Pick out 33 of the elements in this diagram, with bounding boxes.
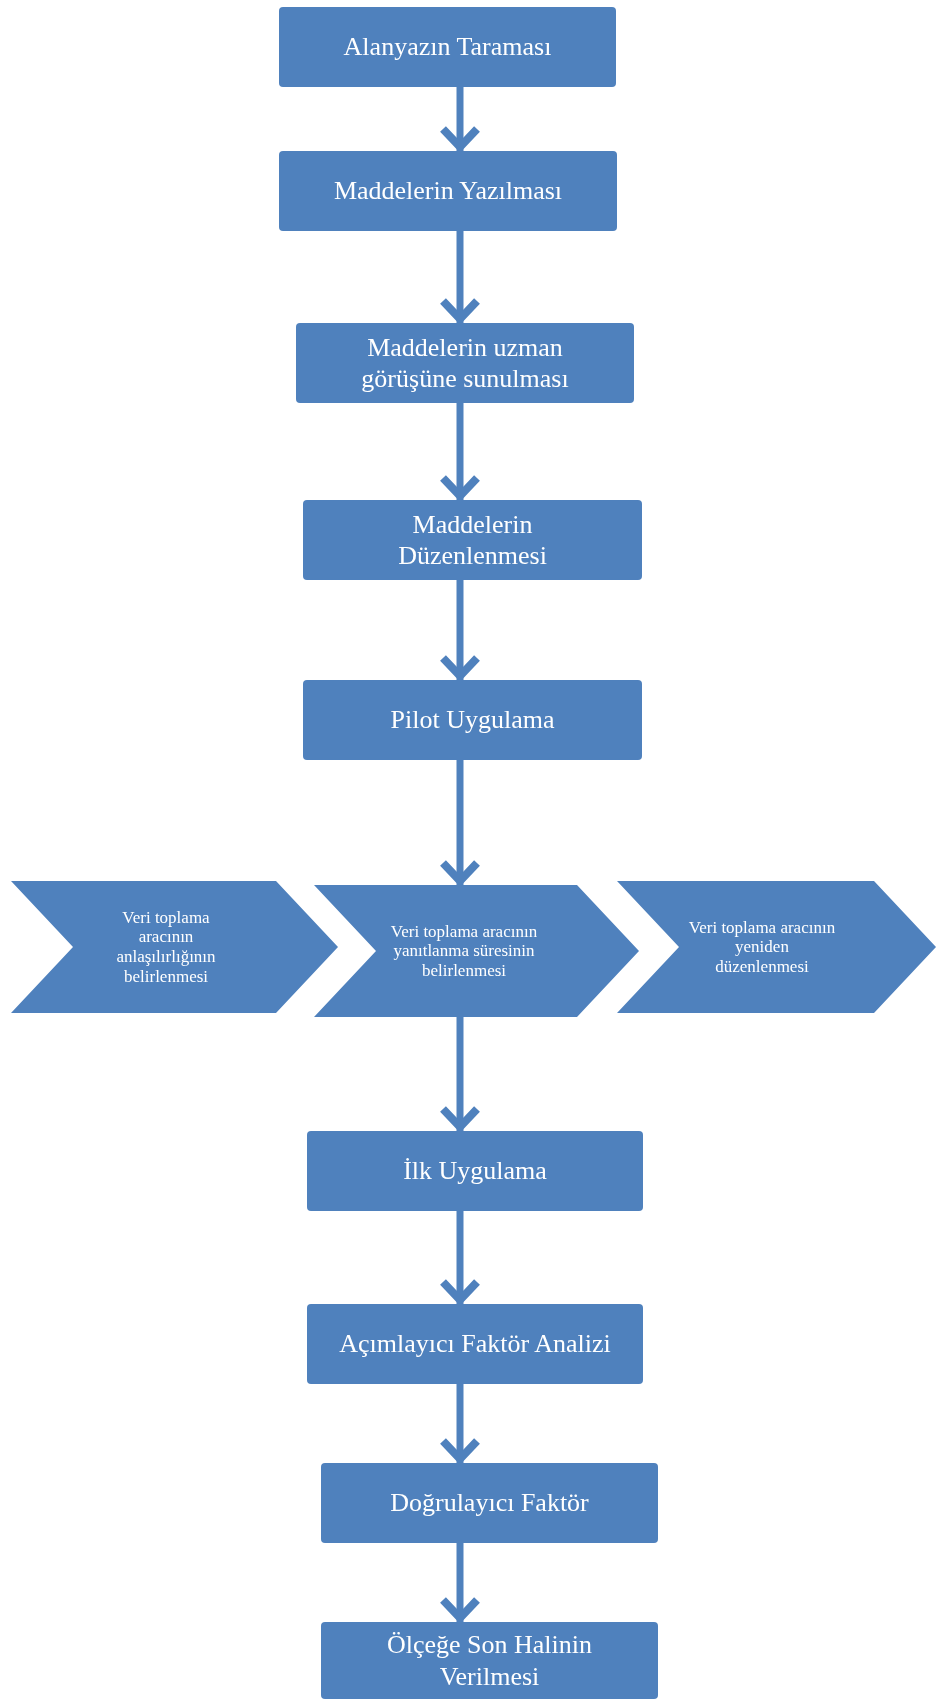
arrow [439, 1384, 481, 1463]
process-box [279, 151, 617, 231]
process-box [321, 1622, 658, 1699]
chevron-step [11, 881, 338, 1013]
arrow [439, 1211, 481, 1304]
arrow [439, 231, 481, 323]
step-label: Maddelerin uzman görüşüne sunulması [360, 331, 570, 395]
process-box [279, 7, 616, 87]
process-box [296, 323, 634, 403]
step-label: Pilot Uygulama [390, 704, 555, 736]
step-label: İlk Uygulama [403, 1155, 547, 1187]
process-box [303, 500, 642, 580]
arrow [439, 87, 481, 151]
arrow [439, 760, 481, 885]
step-label: Maddelerin Düzenlenmesi [397, 508, 548, 572]
step-label: Veri toplama aracının yeniden düzenlenmesi [687, 917, 837, 977]
arrow [439, 580, 481, 680]
step-label: Açımlayıcı Faktör Analizi [339, 1328, 611, 1360]
step-label: Alanyazın Taraması [343, 31, 552, 63]
process-box [307, 1304, 643, 1384]
step-label: Veri toplama aracının anlaşılırlığının belirlenmesi [115, 907, 217, 987]
chevron-step [314, 885, 639, 1017]
arrow [439, 1017, 481, 1131]
arrow [439, 403, 481, 500]
step-label: Doğrulayıcı Faktör [390, 1487, 589, 1519]
arrow [439, 1543, 481, 1622]
chevron-step [617, 881, 936, 1013]
step-label: Veri toplama aracının yanıtlanma süresinin belirlenmesi [389, 921, 539, 981]
process-box [303, 680, 642, 760]
step-label: Ölçeğe Son Halinin Verilmesi [385, 1629, 594, 1692]
process-box [321, 1463, 658, 1543]
step-label: Maddelerin Yazılması [333, 175, 563, 207]
process-box [307, 1131, 643, 1211]
